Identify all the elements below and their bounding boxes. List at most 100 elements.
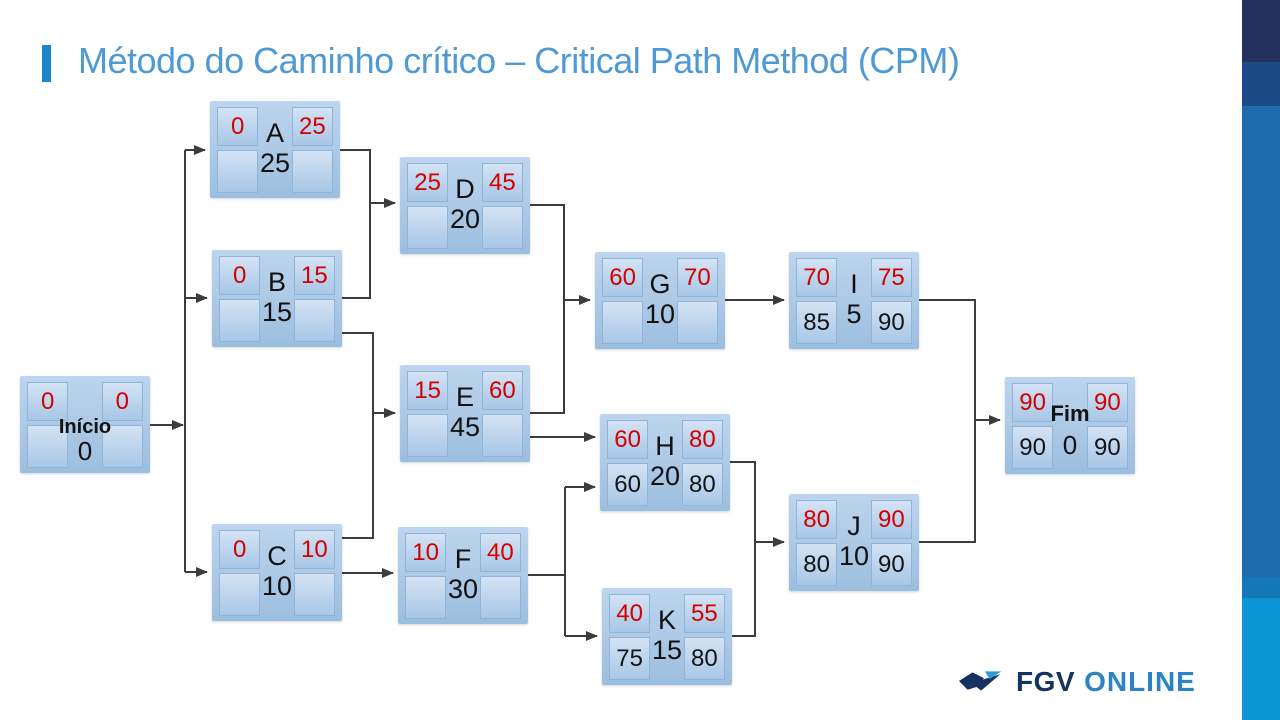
node-h-name: H [655,431,675,462]
node-f-ef-value: 40 [487,538,514,566]
node-j-lf-cell: 90 [870,543,912,587]
side-band-segment-3 [1242,106,1280,577]
node-g-ls-cell [602,301,644,345]
node-d-name: D [455,174,475,205]
node-inicio-ef-cell: 0 [101,382,143,422]
node-d-ef-value: 45 [489,168,516,196]
node-h-ef-value: 80 [689,425,716,453]
node-e-lf-cell [481,414,523,458]
node-b-duration: 15 [261,296,293,327]
node-h-ls-cell: 60 [607,463,649,507]
node-g-ef-value: 70 [684,263,711,291]
node-fim-lf-cell: 90 [1086,426,1128,470]
node-k-es-value: 40 [616,599,643,627]
node-e-name: E [455,382,474,413]
node-fim-ls-value: 90 [1019,433,1046,461]
node-h-duration: 20 [649,460,681,491]
node-a-name: A [265,118,284,149]
node-k-duration: 15 [651,634,683,665]
node-h-es-cell: 60 [607,420,649,460]
node-fim-ef-value: 90 [1094,388,1121,416]
node-d-duration: 20 [449,203,481,234]
node-b-ef-value: 15 [301,261,328,289]
node-a-duration: 25 [259,147,291,178]
node-e-duration: 45 [449,411,481,442]
node-g-ef-cell: 70 [676,258,718,298]
connector-k-out [732,542,756,637]
node-h-ef-cell: 80 [681,420,723,460]
node-b-ef-cell: 15 [293,256,335,296]
node-a-ls-cell [217,150,259,194]
node-b-ls-cell [219,299,261,343]
node-fim-es-cell: 90 [1012,383,1054,423]
connector-b-out-bottom [342,332,374,413]
node-h-ls-value: 60 [614,470,641,498]
fgv-logo-icon [958,671,1002,691]
node-c-lf-cell [293,573,335,617]
node-inicio-es-value: 0 [40,387,55,415]
node-j-ef-cell: 90 [870,500,912,540]
node-inicio-duration: 0 [77,436,93,467]
node-d-es-value: 25 [414,168,441,196]
node-inicio-ef-value: 0 [115,387,130,415]
node-j-es-value: 80 [803,505,830,533]
node-j-ls-cell: 80 [796,543,838,587]
node-e-ef-value: 60 [489,376,516,404]
node-f-ef-cell: 40 [479,533,521,573]
node-inicio-es-cell: 0 [27,382,69,422]
node-j-ef-value: 90 [878,505,905,533]
node-e-es-cell: 15 [407,371,449,411]
connector-j-out [919,420,976,543]
node-e-ls-cell [407,414,449,458]
node-e-es-value: 15 [414,376,441,404]
node-j-lf-value: 90 [878,550,905,578]
node-inicio-ls-cell [27,425,69,469]
fgv-online-logo: FGV ONLINE [958,664,1196,700]
node-k-ls-cell: 75 [609,637,651,681]
node-c-ef-value: 10 [301,535,328,563]
node-g-lf-cell [676,301,718,345]
node-inicio-lf-cell [101,425,143,469]
node-c-ef-cell: 10 [293,530,335,570]
node-f-name: F [454,544,472,575]
node-f-duration: 30 [447,573,479,604]
node-a-ef-value: 25 [299,112,326,140]
connector-i-out [919,299,976,420]
node-h-es-value: 60 [614,425,641,453]
node-i-duration: 5 [846,298,862,329]
node-k-lf-cell: 80 [683,637,725,681]
node-inicio-name: Início [58,415,112,438]
connector-e-out-mid [530,300,565,414]
node-b-es-value: 0 [232,261,247,289]
node-fim-name: Fim [1050,401,1090,427]
node-g-es-value: 60 [609,263,636,291]
node-fim-duration: 0 [1062,430,1078,461]
node-f-es-cell: 10 [405,533,447,573]
node-j-name: J [847,511,861,542]
node-e-ef-cell: 60 [481,371,523,411]
connector-c-out-top [342,413,374,539]
node-j-ls-value: 80 [803,550,830,578]
node-h-lf-value: 80 [689,470,716,498]
node-c-duration: 10 [261,570,293,601]
node-c-name: C [267,541,287,572]
node-fim-ls-cell: 90 [1012,426,1054,470]
node-k-lf-value: 80 [691,644,718,672]
node-i-es-value: 70 [803,263,830,291]
node-a-es-value: 0 [230,112,245,140]
side-band-segment-5 [1242,598,1280,720]
node-i-ls-cell: 85 [796,301,838,345]
page-title: Método do Caminho crítico – Critical Pat… [78,40,960,81]
node-d-ls-cell [407,206,449,250]
node-g-name: G [649,269,671,300]
